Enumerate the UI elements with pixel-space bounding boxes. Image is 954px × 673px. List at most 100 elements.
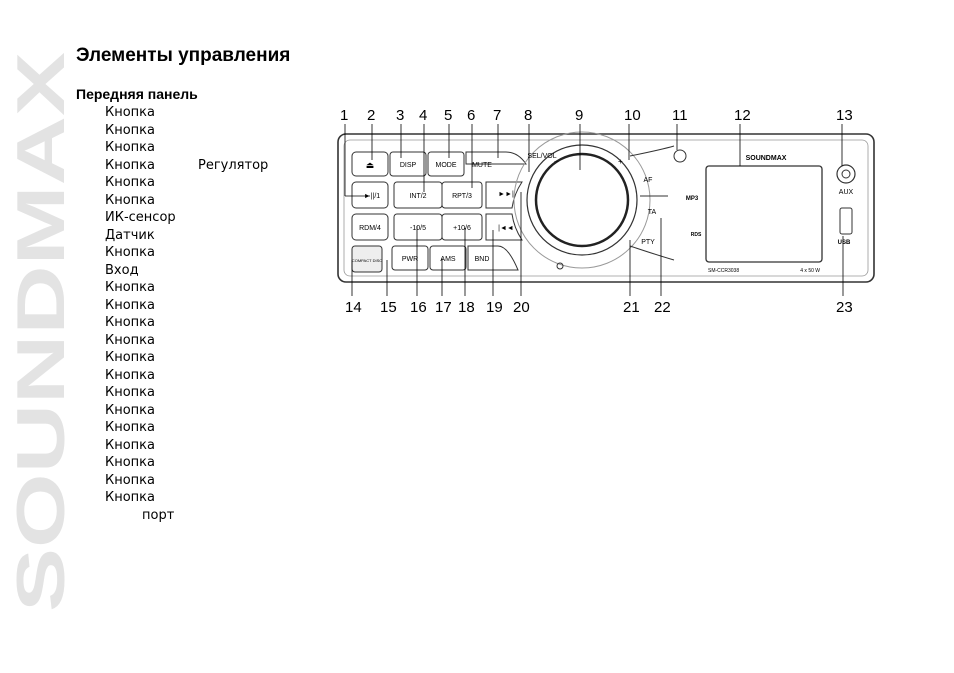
knob-ring-outer (513, 131, 651, 269)
control-list-item: ИК-сенсор (105, 209, 176, 227)
control-item-text: Кнопка (105, 297, 156, 313)
aux-jack[interactable] (836, 164, 856, 184)
play-pause-button[interactable] (351, 181, 389, 209)
control-list-item: Кнопка (105, 367, 176, 385)
control-item-text: Кнопка (105, 332, 156, 348)
callout-2: 2 (367, 107, 375, 124)
next-button[interactable] (485, 181, 523, 209)
bnd-button-label: BND (475, 256, 490, 263)
volume-knob[interactable] (534, 152, 630, 248)
callout-17: 17 (435, 299, 452, 316)
control-item-text: Кнопка (105, 192, 156, 208)
aux-label: AUX (839, 189, 854, 196)
control-list-item: Кнопка (105, 402, 176, 420)
control-item-text: Кнопка (105, 490, 156, 505)
mute-button-label: MUTE (472, 162, 492, 169)
control-item-text: ИК-сенсор (105, 210, 176, 225)
callout-7: 7 (493, 107, 501, 124)
control-list-item: Кнопка (105, 472, 176, 490)
control-list-item: Кнопка (105, 384, 176, 402)
panel-inner-outline (343, 139, 869, 277)
prev-icon: |◄◄ (498, 225, 514, 232)
leader-lines (344, 124, 844, 296)
sel-vol-label: SEL/VOL (527, 153, 556, 160)
control-list-item: Кнопка (105, 122, 176, 140)
callout-22: 22 (654, 299, 671, 316)
power-label: 4 x 50 W (800, 268, 820, 274)
side-brand-text: SOUNDMAX (3, 52, 72, 612)
control-item-text: Кнопка (105, 385, 156, 400)
rds-logo: RDS (691, 232, 702, 238)
eject-button[interactable] (351, 151, 389, 177)
mode-button[interactable] (427, 151, 465, 177)
control-list-item: Кнопка Регулятор (105, 157, 268, 175)
control-list-item: Кнопка (105, 349, 176, 367)
rpt-button-label: RPT/3 (452, 193, 472, 200)
control-item-text: Кнопка (105, 280, 156, 295)
vol-plus-label: + (618, 157, 623, 166)
control-item-text: Кнопка (105, 350, 156, 365)
control-item-text: Кнопка (105, 420, 156, 435)
cd-logo (351, 245, 383, 273)
control-item-extra: Регулятор (198, 157, 269, 173)
play-pause-label: ►||/1 (364, 193, 381, 200)
eject-icon: ⏏ (366, 160, 375, 170)
pty-button-outline (629, 245, 675, 261)
prev-button[interactable] (485, 213, 523, 241)
callout-12: 12 (734, 107, 751, 124)
control-item-text: Кнопка (105, 402, 156, 418)
page-title: Элементы управления (76, 45, 291, 66)
control-list-item: Кнопка (105, 489, 176, 507)
mode-button-label: MODE (436, 162, 457, 169)
pwr-button[interactable] (391, 245, 429, 271)
control-list-item: Кнопка (105, 314, 176, 332)
control-item-text: Кнопка (105, 157, 156, 173)
callout-6: 6 (467, 107, 475, 124)
control-list-item: Датчик (105, 227, 176, 245)
rdm-button-label: RDM/4 (359, 225, 381, 232)
control-list-item: Кнопка (105, 104, 176, 122)
minus10-button-label: -10/5 (410, 225, 426, 232)
rpt-button[interactable] (441, 181, 483, 209)
control-item-text: Кнопка (105, 175, 156, 190)
model-label: SM-CCR3038 (708, 268, 739, 274)
ir-sensor (556, 262, 564, 270)
control-item-text: Кнопка (105, 367, 156, 383)
control-item-text: Кнопка (105, 140, 156, 155)
callout-3: 3 (396, 107, 404, 124)
sensor-11 (673, 149, 687, 163)
disp-button[interactable] (389, 151, 427, 177)
callout-23: 23 (836, 299, 853, 316)
ta-button[interactable]: TA (648, 209, 657, 216)
mute-button[interactable] (465, 151, 527, 165)
callout-13: 13 (836, 107, 853, 124)
control-list-item: Кнопка (105, 192, 176, 210)
ams-button[interactable] (429, 245, 467, 271)
usb-port[interactable] (839, 207, 853, 235)
lcd-display (705, 165, 823, 263)
af-button-outline (629, 145, 675, 157)
cd-logo-label: COMPACT DISC (352, 258, 382, 263)
control-list-item: Кнопка (105, 454, 176, 472)
aux-jack-inner (841, 169, 851, 179)
usb-label: USB (838, 240, 851, 246)
af-button[interactable]: AF (644, 177, 653, 184)
port-label: порт (142, 508, 175, 523)
control-list-item: Кнопка (105, 139, 176, 157)
callout-14: 14 (345, 299, 362, 316)
callout-9: 9 (575, 107, 583, 124)
section-subtitle: Передняя панель (76, 86, 198, 102)
control-list-item: Вход (105, 262, 176, 280)
pty-button[interactable]: PTY (641, 239, 655, 246)
callout-1: 1 (340, 107, 348, 124)
front-panel-diagram: 1 2 3 4 5 6 7 8 9 10 11 12 13 14 15 16 1… (337, 107, 875, 316)
int-button-label: INT/2 (409, 193, 426, 200)
plus10-button[interactable] (441, 213, 483, 241)
rdm-button[interactable] (351, 213, 389, 241)
callout-8: 8 (524, 107, 532, 124)
callout-19: 19 (486, 299, 503, 316)
vol-minus-label: – (554, 157, 559, 166)
callout-20: 20 (513, 299, 530, 316)
control-item-text: Кнопка (105, 105, 156, 120)
